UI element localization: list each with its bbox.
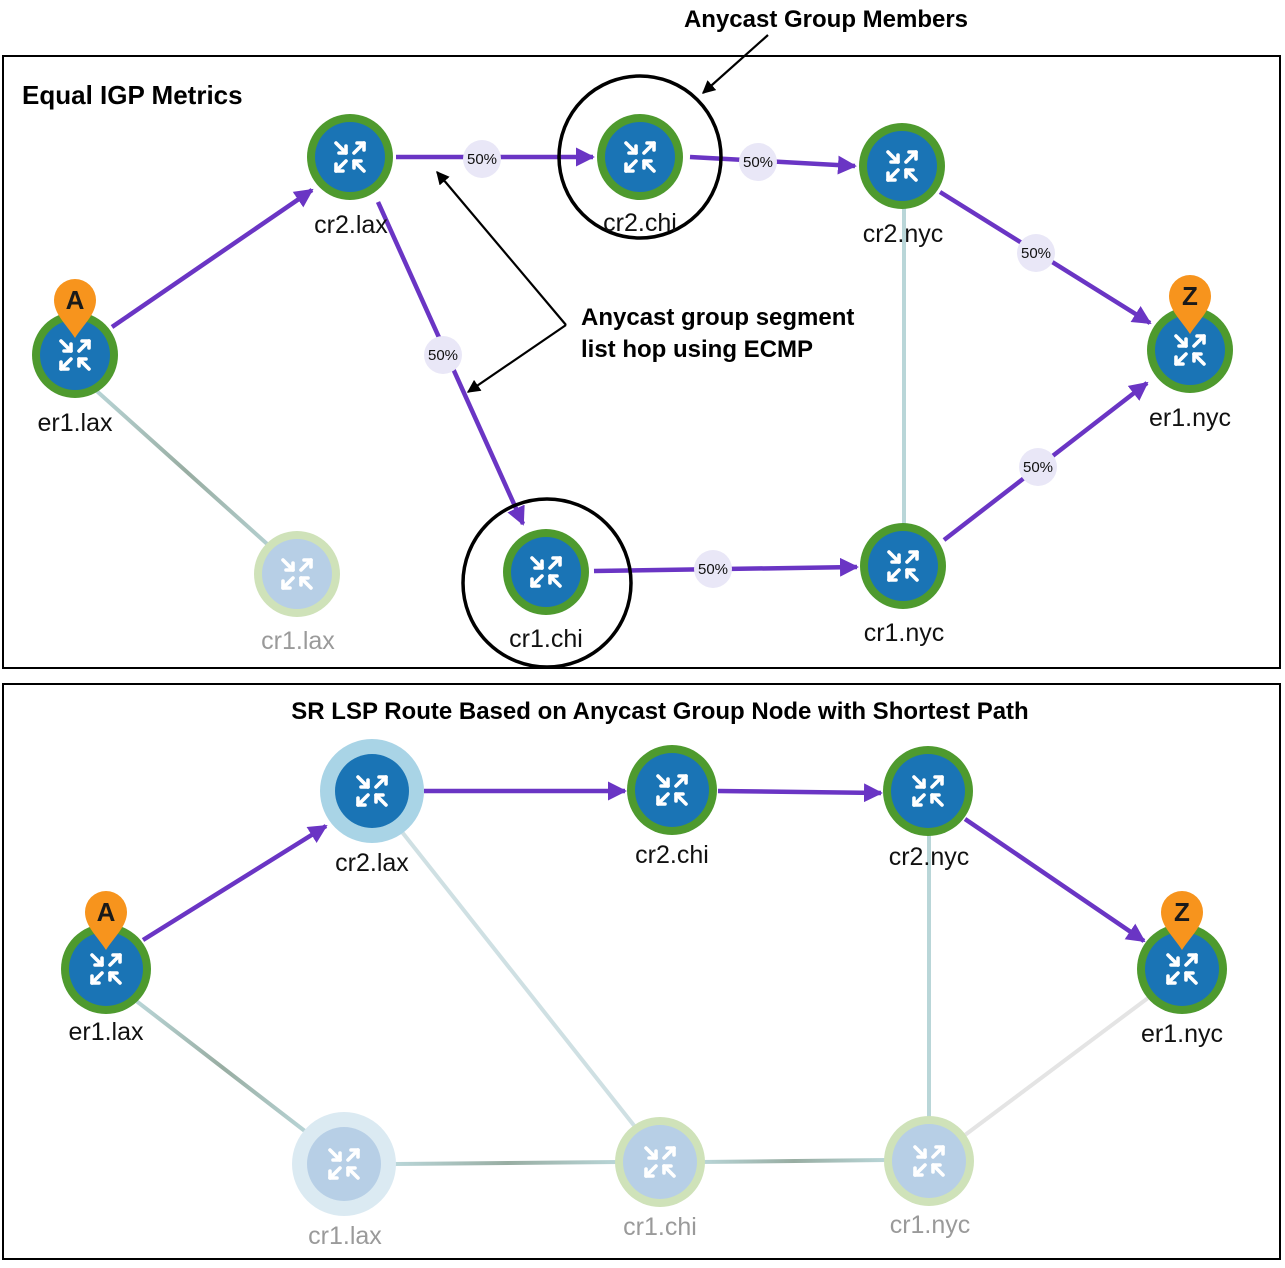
marker-a-letter: A — [66, 285, 85, 315]
marker-z-letter: Z — [1182, 281, 1198, 311]
p2-label-cr2-nyc: cr2.nyc — [889, 843, 970, 871]
p1-label-er1-lax: er1.lax — [37, 409, 113, 437]
panel2-path-links — [141, 781, 1146, 943]
annotation-ecmp-line2: list hop using ECMP — [581, 336, 813, 363]
p1-router-cr1-chi[interactable] — [503, 529, 589, 615]
p1-label-cr1-chi: cr1.chi — [509, 625, 583, 653]
p2-label-cr1-nyc: cr1.nyc — [890, 1211, 971, 1239]
p1-label-cr1-nyc: cr1.nyc — [864, 619, 945, 647]
link-cr1chi-cr1nyc — [699, 1158, 888, 1164]
p1-source-marker: A — [54, 279, 96, 338]
annotation-ecmp-line1: Anycast group segment — [581, 304, 854, 331]
link-cr1nyc-er1nyc — [963, 996, 1150, 1137]
panel1-link-loads: 50% 50% 50% 50% 50% 50% — [424, 140, 1057, 588]
p1-router-cr2-nyc[interactable] — [859, 123, 945, 209]
p2-router-cr2-chi[interactable] — [627, 745, 717, 835]
p1-dest-marker: Z — [1169, 275, 1211, 334]
link-cr1lax-cr1chi — [394, 1160, 621, 1166]
p2-dest-marker: Z — [1161, 891, 1203, 950]
p2-router-cr1-nyc[interactable] — [884, 1116, 974, 1206]
load-cr2chi-cr2nyc: 50% — [743, 154, 773, 171]
p2-router-cr2-lax[interactable] — [320, 739, 424, 843]
arrow-to-members — [702, 34, 769, 94]
load-cr1nyc-er1nyc: 50% — [1023, 459, 1053, 476]
p2-label-cr1-chi: cr1.chi — [623, 1213, 697, 1241]
p2-label-cr2-lax: cr2.lax — [335, 849, 409, 877]
p1-label-cr2-chi: cr2.chi — [603, 209, 677, 237]
path-er1lax-cr2lax — [110, 188, 314, 329]
p1-label-cr2-nyc: cr2.nyc — [863, 220, 944, 248]
annotation-members: Anycast Group Members — [684, 6, 968, 33]
marker-z-letter: Z — [1174, 897, 1190, 927]
p2-label-cr1-lax: cr1.lax — [308, 1222, 382, 1250]
load-cr2nyc-er1nyc: 50% — [1021, 245, 1051, 262]
p1-router-er1-lax[interactable] — [32, 312, 118, 398]
panel2-idle-links — [133, 830, 1150, 1166]
anycast-member-highlight-cr1chi — [461, 497, 633, 669]
panel1-title: Equal IGP Metrics — [22, 80, 243, 110]
p2-router-er1-nyc[interactable] — [1137, 924, 1227, 1014]
p2-router-cr1-lax[interactable] — [292, 1112, 396, 1216]
marker-a-letter: A — [97, 897, 116, 927]
load-cr2lax-cr1chi: 50% — [428, 347, 458, 364]
p2-router-cr2-nyc[interactable] — [883, 746, 973, 836]
path-er1lax-cr2lax — [141, 824, 328, 942]
p2-source-marker: A — [85, 891, 127, 950]
panel2-title: SR LSP Route Based on Anycast Group Node… — [291, 698, 1028, 725]
path-cr2nyc-er1nyc — [963, 817, 1146, 943]
p1-router-cr2-chi[interactable] — [597, 114, 683, 200]
link-er1lax-cr1lax — [133, 998, 312, 1137]
annotation-arrows — [436, 34, 769, 393]
p1-router-cr1-lax[interactable] — [254, 531, 340, 617]
p1-label-cr2-lax: cr2.lax — [314, 211, 388, 239]
load-cr2lax-cr2chi: 50% — [467, 151, 497, 168]
link-er1lax-cr1lax — [88, 383, 287, 562]
p1-label-er1-nyc: er1.nyc — [1149, 404, 1231, 432]
p1-router-cr1-nyc[interactable] — [860, 523, 946, 609]
anycast-member-highlight-cr2chi — [557, 74, 723, 240]
p2-router-er1-lax[interactable] — [61, 924, 151, 1014]
arrow-to-ecmp-link — [466, 324, 567, 393]
p1-label-cr1-lax: cr1.lax — [261, 627, 335, 655]
link-cr2lax-cr1chi — [400, 830, 638, 1130]
p2-label-cr2-chi: cr2.chi — [635, 841, 709, 869]
p1-router-er1-nyc[interactable] — [1147, 307, 1233, 393]
arrow-to-cr2lax — [436, 170, 567, 326]
p2-label-er1-nyc: er1.nyc — [1141, 1020, 1223, 1048]
path-cr2chi-cr2nyc — [717, 783, 883, 803]
p2-router-cr1-chi[interactable] — [615, 1117, 705, 1207]
p2-label-er1-lax: er1.lax — [68, 1018, 144, 1046]
p1-router-cr2-lax[interactable] — [307, 114, 393, 200]
load-cr1chi-cr1nyc: 50% — [698, 561, 728, 578]
